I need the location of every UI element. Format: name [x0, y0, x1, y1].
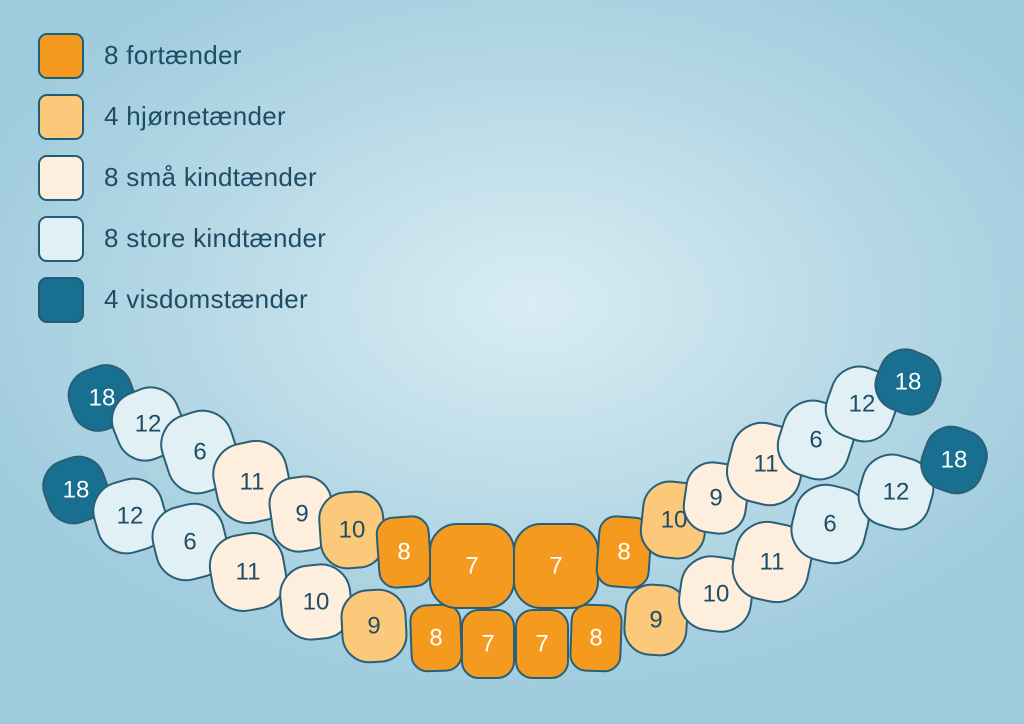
- premolar-swatch-icon: [38, 154, 84, 201]
- tooth-number-label: 7: [535, 631, 548, 658]
- premolar-tooth: 9: [268, 475, 336, 553]
- legend-item-molars: 8 store kindtænder: [38, 215, 326, 262]
- incisor-tooth: 8: [375, 515, 433, 589]
- molar-tooth: 12: [92, 477, 168, 555]
- incisor-tooth: 7: [513, 523, 599, 609]
- premolar-tooth: 10: [279, 563, 353, 641]
- legend-item-premolars: 8 små kindtænder: [38, 154, 326, 201]
- tooth-number-label: 8: [589, 625, 602, 652]
- molar-swatch-icon: [38, 215, 84, 262]
- incisor-tooth: 8: [595, 515, 653, 589]
- upper-arch: 18 12 6 11 9 10 8 7 7 8 10 9 11 6 12 18: [67, 348, 942, 609]
- tooth-shape: [409, 603, 463, 673]
- legend: 8 fortænder 4 hjørnetænder 8 små kindtæn…: [38, 32, 326, 337]
- incisor-tooth: 7: [515, 609, 569, 679]
- tooth-shape: [42, 455, 110, 525]
- tooth-shape: [874, 348, 942, 416]
- molar-tooth: 12: [857, 453, 935, 531]
- canine-tooth: 10: [318, 490, 386, 570]
- tooth-number-label: 18: [89, 385, 116, 412]
- tooth-shape: [461, 609, 515, 679]
- canine-swatch-icon: [38, 93, 84, 140]
- tooth-number-label: 7: [465, 553, 478, 580]
- wisdom-tooth-tooth: 18: [920, 425, 988, 495]
- tooth-shape: [340, 588, 408, 664]
- tooth-number-label: 7: [481, 631, 494, 658]
- tooth-number-label: 6: [809, 427, 822, 454]
- tooth-number-label: 10: [339, 517, 366, 544]
- tooth-shape: [515, 609, 569, 679]
- legend-label: 8 store kindtænder: [104, 223, 327, 253]
- lower-arch: 18 12 6 11 10 9 8 7 7 8 9 10 11 6 12 18: [42, 425, 988, 679]
- tooth-number-label: 6: [193, 439, 206, 466]
- tooth-shape: [623, 583, 689, 657]
- legend-label: 8 små kindtænder: [104, 162, 317, 192]
- legend-label: 8 fortænder: [104, 40, 242, 70]
- wisdom-tooth-tooth: 18: [874, 348, 942, 416]
- incisor-tooth: 7: [461, 609, 515, 679]
- tooth-number-label: 10: [303, 589, 330, 616]
- incisor-swatch-icon: [38, 32, 84, 79]
- tooth-number-label: 9: [649, 607, 662, 634]
- tooth-shape: [208, 532, 288, 612]
- tooth-number-label: 8: [617, 539, 630, 566]
- molar-tooth: 6: [151, 502, 229, 582]
- wisdom-tooth-swatch-icon: [38, 276, 84, 323]
- tooth-shape: [92, 477, 168, 555]
- premolar-tooth: 11: [731, 520, 813, 604]
- tooth-number-label: 11: [754, 451, 779, 478]
- tooth-number-label: 9: [709, 485, 722, 512]
- tooth-number-label: 12: [117, 503, 144, 530]
- tooth-number-label: 6: [823, 511, 836, 538]
- legend-label: 4 hjørnetænder: [104, 101, 286, 131]
- tooth-number-label: 6: [183, 529, 196, 556]
- tooth-number-label: 10: [703, 581, 730, 608]
- canine-tooth: 9: [340, 588, 408, 664]
- tooth-shape: [731, 520, 813, 604]
- tooth-number-label: 11: [236, 559, 261, 586]
- incisor-tooth: 7: [429, 523, 515, 609]
- legend-item-canines: 4 hjørnetænder: [38, 93, 326, 140]
- tooth-number-label: 12: [883, 479, 910, 506]
- incisor-tooth: 8: [409, 603, 463, 673]
- tooth-number-label: 12: [135, 411, 162, 438]
- legend-label: 4 visdomstænder: [104, 284, 308, 314]
- wisdom-tooth-tooth: 18: [42, 455, 110, 525]
- canine-tooth: 9: [623, 583, 689, 657]
- tooth-shape: [790, 483, 870, 565]
- legend-item-incisors: 8 fortænder: [38, 32, 326, 79]
- tooth-number-label: 12: [849, 391, 876, 418]
- incisor-tooth: 8: [569, 603, 623, 673]
- molar-tooth: 6: [790, 483, 870, 565]
- tooth-number-label: 8: [429, 625, 442, 652]
- tooth-shape: [569, 603, 623, 673]
- tooth-shape: [920, 425, 988, 495]
- tooth-number-label: 10: [661, 507, 688, 534]
- tooth-number-label: 18: [895, 369, 922, 396]
- tooth-shape: [595, 515, 653, 589]
- tooth-number-label: 11: [760, 549, 785, 576]
- tooth-number-label: 7: [549, 553, 562, 580]
- tooth-shape: [857, 453, 935, 531]
- tooth-number-label: 11: [240, 469, 265, 496]
- tooth-number-label: 8: [397, 539, 410, 566]
- tooth-number-label: 18: [63, 477, 90, 504]
- premolar-tooth: 11: [208, 532, 288, 612]
- tooth-number-label: 18: [941, 447, 968, 474]
- tooth-number-label: 9: [295, 501, 308, 528]
- tooth-shape: [151, 502, 229, 582]
- legend-item-wisdom-teeth: 4 visdomstænder: [38, 276, 326, 323]
- tooth-number-label: 9: [367, 613, 380, 640]
